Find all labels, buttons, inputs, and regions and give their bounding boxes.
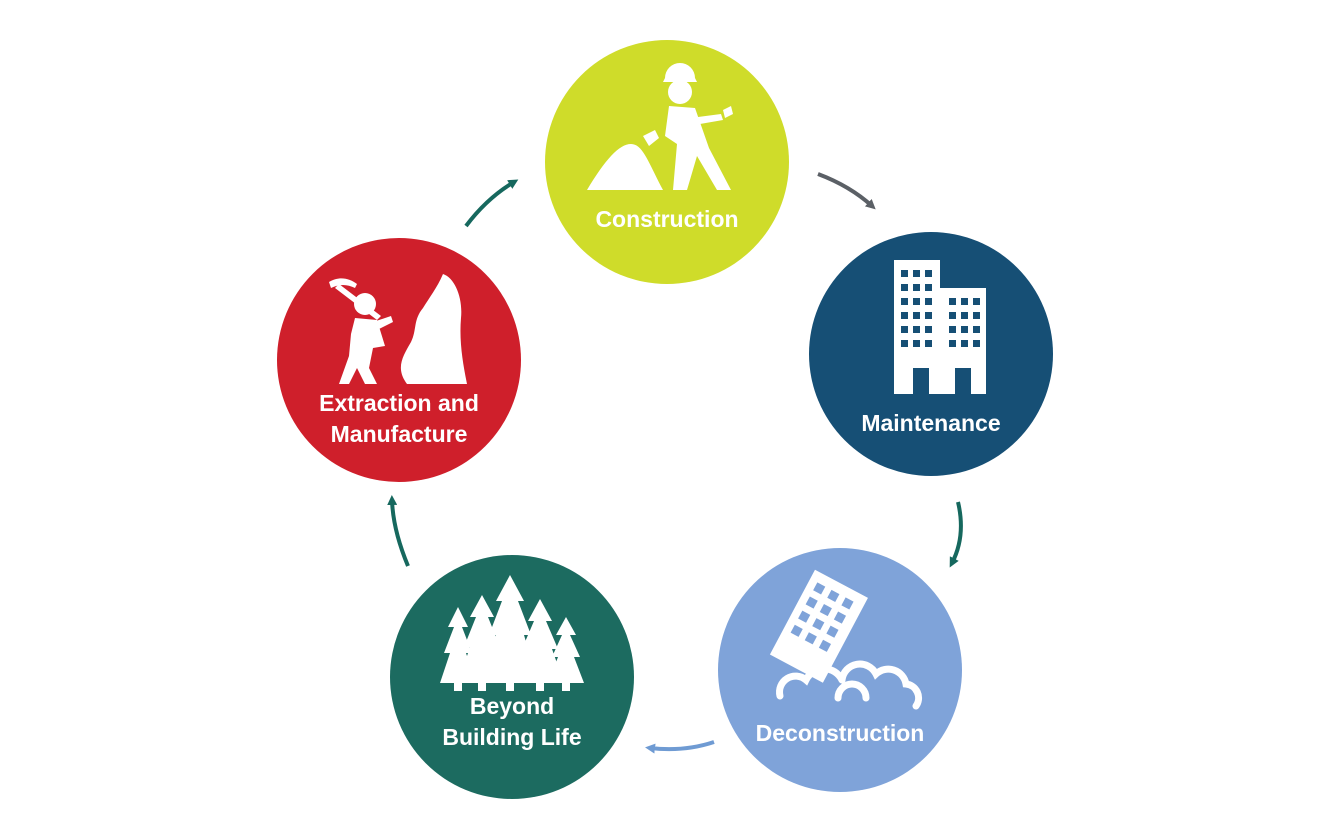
worker-shoveling-icon xyxy=(587,63,733,190)
stage-construction: Construction xyxy=(545,40,789,284)
stage-label: Extraction and Manufacture xyxy=(277,388,521,450)
stage-label: Construction xyxy=(595,206,739,232)
stage-maintenance: Maintenance xyxy=(809,232,1053,476)
arrow-deconstruction-to-beyond xyxy=(645,740,715,754)
stage-deconstruction: Deconstruction xyxy=(718,548,962,792)
miner-pickaxe-icon xyxy=(329,274,467,384)
stage-label-line: Beyond xyxy=(469,693,555,719)
buildings-icon xyxy=(894,260,986,394)
stage-beyond-building-life: Beyond Building Life xyxy=(390,555,634,799)
stage-label: Beyond Building Life xyxy=(390,691,634,753)
collapsing-building-icon xyxy=(769,569,923,710)
arrow-construction-to-maintenance xyxy=(817,172,876,210)
stage-extraction-and-manufacture: Extraction and Manufacture xyxy=(277,238,521,482)
stage-label-line: Manufacture xyxy=(330,421,468,447)
forest-icon xyxy=(440,575,584,691)
stage-label-line: Extraction and xyxy=(319,390,479,416)
stage-label-line: Building Life xyxy=(442,724,582,750)
stage-label: Maintenance xyxy=(861,410,1001,436)
arrow-extraction-to-construction xyxy=(464,179,519,228)
stage-label: Deconstruction xyxy=(755,720,925,746)
